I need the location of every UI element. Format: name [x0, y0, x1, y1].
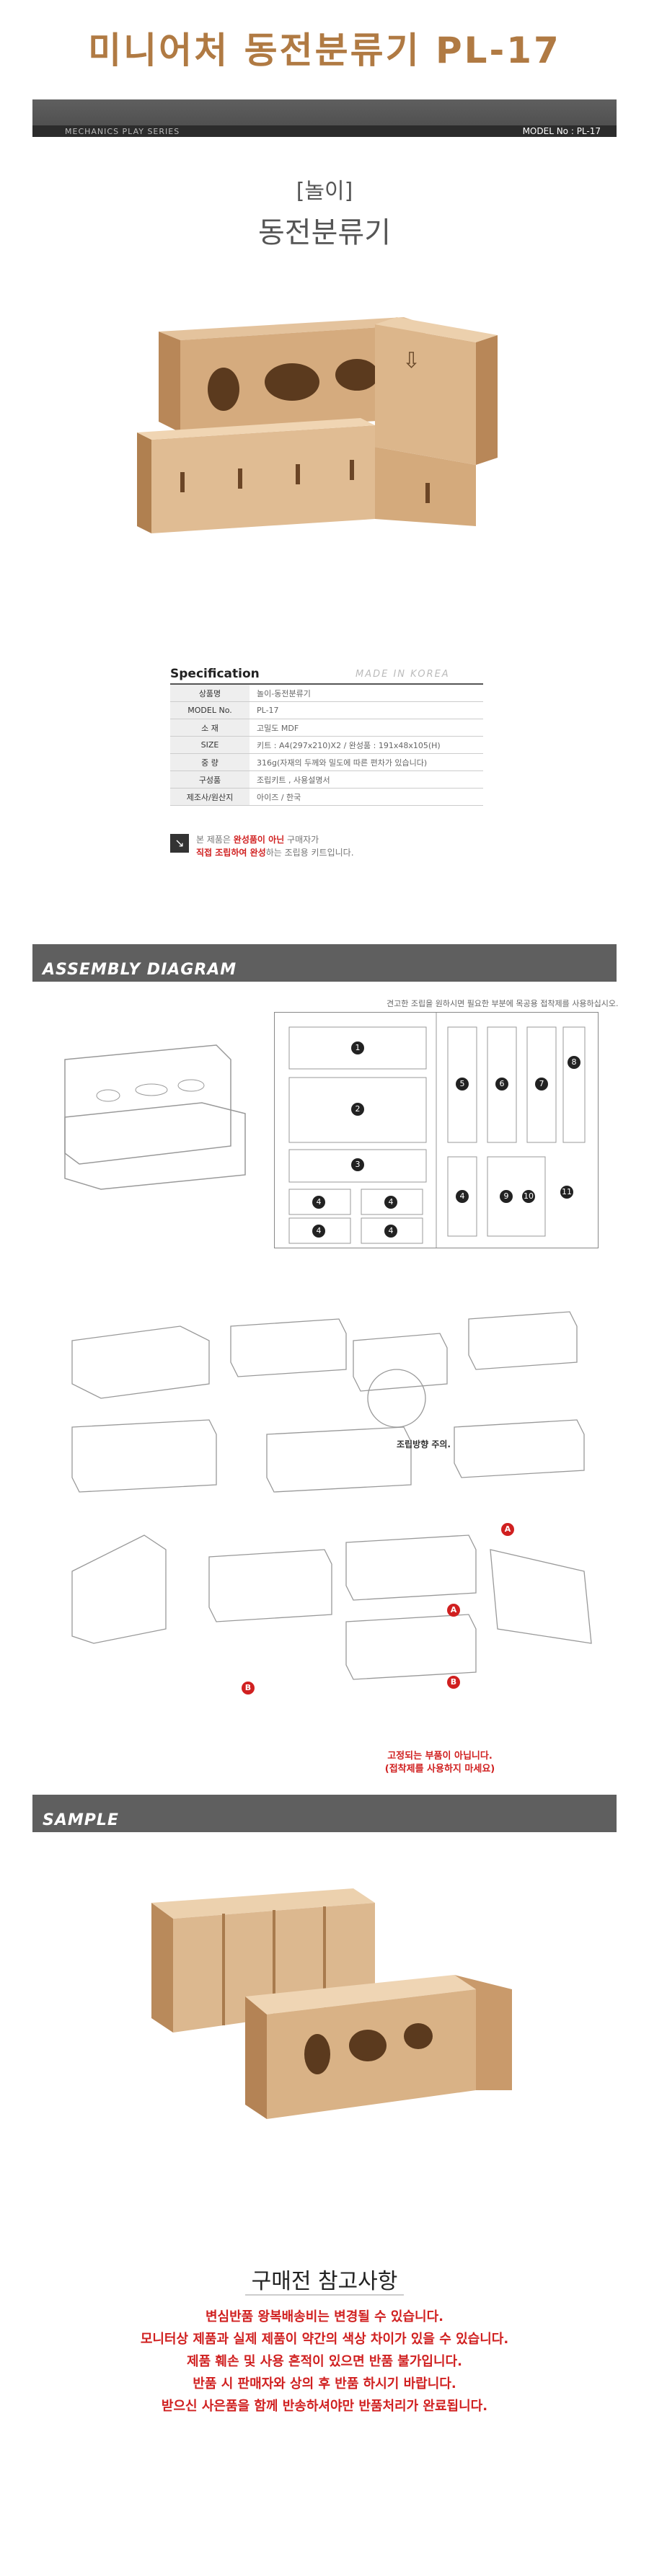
spec-key: 상품명 — [170, 683, 250, 702]
assembly-steps — [71, 1311, 592, 1680]
notes-line: 반품 시 판매자와 상의 후 반품 하시기 바랍니다. — [193, 2376, 456, 2391]
right-tower-side — [476, 335, 498, 465]
base-top — [137, 418, 375, 440]
marker-b: B — [242, 1682, 255, 1695]
part-number: 8 — [568, 1056, 580, 1069]
coin-hole — [349, 2030, 387, 2061]
table-row: MODEL No.PL-17 — [170, 701, 483, 719]
part-number: 2 — [351, 1103, 364, 1116]
spec-value: 아이즈 / 한국 — [250, 788, 483, 806]
parts-sheet: 1 2 3 4 4 4 4 5 6 7 8 4 9 10 11 — [274, 1012, 599, 1248]
part-number: 9 — [500, 1190, 513, 1203]
series-label: MECHANICS PLAY SERIES — [65, 127, 180, 136]
assembly-note: 견고한 조립을 원하시면 필요한 부분에 목공용 접착제를 사용하십시오. — [387, 999, 619, 1008]
spec-key: 소 재 — [170, 719, 250, 737]
model-label: MODEL No : PL-17 — [522, 126, 601, 136]
marker-b: B — [447, 1676, 460, 1689]
sample-section-bar: SAMPLE — [32, 1795, 617, 1832]
spec-value: 고밀도 MDF — [250, 719, 483, 737]
series-bar: MECHANICS PLAY SERIES MODEL No : PL-17 — [32, 99, 617, 137]
arrow-icon: ↘ — [170, 834, 189, 853]
part-number: 11 — [560, 1186, 573, 1199]
spec-value: PL-17 — [250, 701, 483, 719]
sample-section-label: SAMPLE — [43, 1811, 119, 1829]
spec-key: 제조사/원산지 — [170, 788, 250, 806]
part-number: 7 — [535, 1078, 548, 1091]
coin-hole — [208, 368, 239, 411]
kit-note-line1: 본 제품은 완성품이 아닌 구매자가 — [196, 835, 319, 845]
notes-divider — [245, 2294, 404, 2296]
part-number: 4 — [384, 1196, 397, 1209]
sample-image — [151, 1888, 512, 2119]
slot — [350, 460, 354, 480]
arrow-down-icon: ⇩ — [402, 348, 420, 373]
notes-line: 제품 훼손 및 사용 흔적이 있으면 반품 불가입니다. — [187, 2354, 462, 2369]
fixed-part-warning-2: (접착제를 사용하지 마세요) — [384, 1764, 495, 1775]
tray-side — [151, 1903, 173, 2033]
marker-a: A — [501, 1523, 514, 1536]
page-title: 미니어처 동전분류기 PL-17 — [88, 30, 561, 71]
left-end — [159, 332, 180, 432]
sorter-top — [245, 1975, 476, 2015]
kit-note-line2: 직접 조립하여 완성하는 조립용 키트입니다. — [196, 848, 354, 858]
notes-line: 변심반품 왕복배송비는 변경될 수 있습니다. — [206, 2309, 443, 2324]
top-face — [159, 317, 425, 340]
fixed-part-warning-1: 고정되는 부품이 아닙니다. — [387, 1751, 493, 1762]
direction-note: 조립방향 주의. — [397, 1439, 451, 1449]
slot — [180, 472, 185, 492]
spec-key: 중 량 — [170, 753, 250, 771]
spec-value: 조립키트 , 사용설명서 — [250, 770, 483, 789]
part-number: 10 — [522, 1190, 535, 1203]
part-number: 4 — [312, 1225, 325, 1238]
spec-title: Specification — [170, 667, 260, 681]
notes-title: 구매전 참고사항 — [251, 2269, 398, 2294]
spec-value: 316g(자재의 두께와 밀도에 따른 편차가 있습니다) — [250, 753, 483, 771]
coin-hole — [304, 2034, 330, 2074]
made-in-label: MADE IN KOREA — [356, 669, 450, 680]
base-left — [137, 432, 151, 533]
slot — [296, 464, 300, 484]
right-tower — [375, 324, 476, 465]
product-name: 동전분류기 — [258, 216, 391, 249]
coin-hole — [404, 2023, 433, 2049]
spec-key: SIZE — [170, 736, 250, 754]
spec-value: 키트 : A4(297x210)X2 / 완성품 : 191x48x105(H) — [250, 736, 483, 754]
part-number: 4 — [456, 1190, 469, 1203]
base-front — [151, 425, 375, 533]
spec-key: MODEL No. — [170, 701, 250, 719]
part-number: 4 — [384, 1225, 397, 1238]
part-number: 4 — [312, 1196, 325, 1209]
part-number: 6 — [495, 1078, 508, 1091]
part-number: 3 — [351, 1158, 364, 1171]
notes-line: 받으신 사은품을 함께 반송하셔야만 반품처리가 완료됩니다. — [161, 2399, 488, 2414]
product-hero-image: ⇩ — [137, 317, 498, 533]
assembly-section-label: ASSEMBLY DIAGRAM — [43, 961, 237, 979]
spec-value: 놀이-동전분류기 — [250, 683, 483, 702]
tray-top — [151, 1888, 375, 1919]
series-bar-strip — [32, 125, 617, 137]
coin-hole — [335, 359, 379, 391]
product-tag: [놀이] — [296, 179, 353, 204]
coin-hole — [265, 363, 319, 401]
slot — [425, 483, 430, 503]
sorter-end — [454, 1975, 512, 2090]
notes-line: 모니터상 제품과 실제 제품이 약간의 색상 차이가 있을 수 있습니다. — [140, 2332, 509, 2347]
assembled-outline — [64, 1044, 246, 1190]
marker-a: A — [447, 1604, 460, 1617]
part-number: 5 — [456, 1078, 469, 1091]
part-number: 1 — [351, 1041, 364, 1054]
spec-key: 구성품 — [170, 770, 250, 789]
right-tower-top — [375, 317, 498, 342]
sorter-side — [245, 1997, 267, 2119]
slot — [238, 468, 242, 489]
assembly-section-bar: ASSEMBLY DIAGRAM — [32, 944, 617, 982]
